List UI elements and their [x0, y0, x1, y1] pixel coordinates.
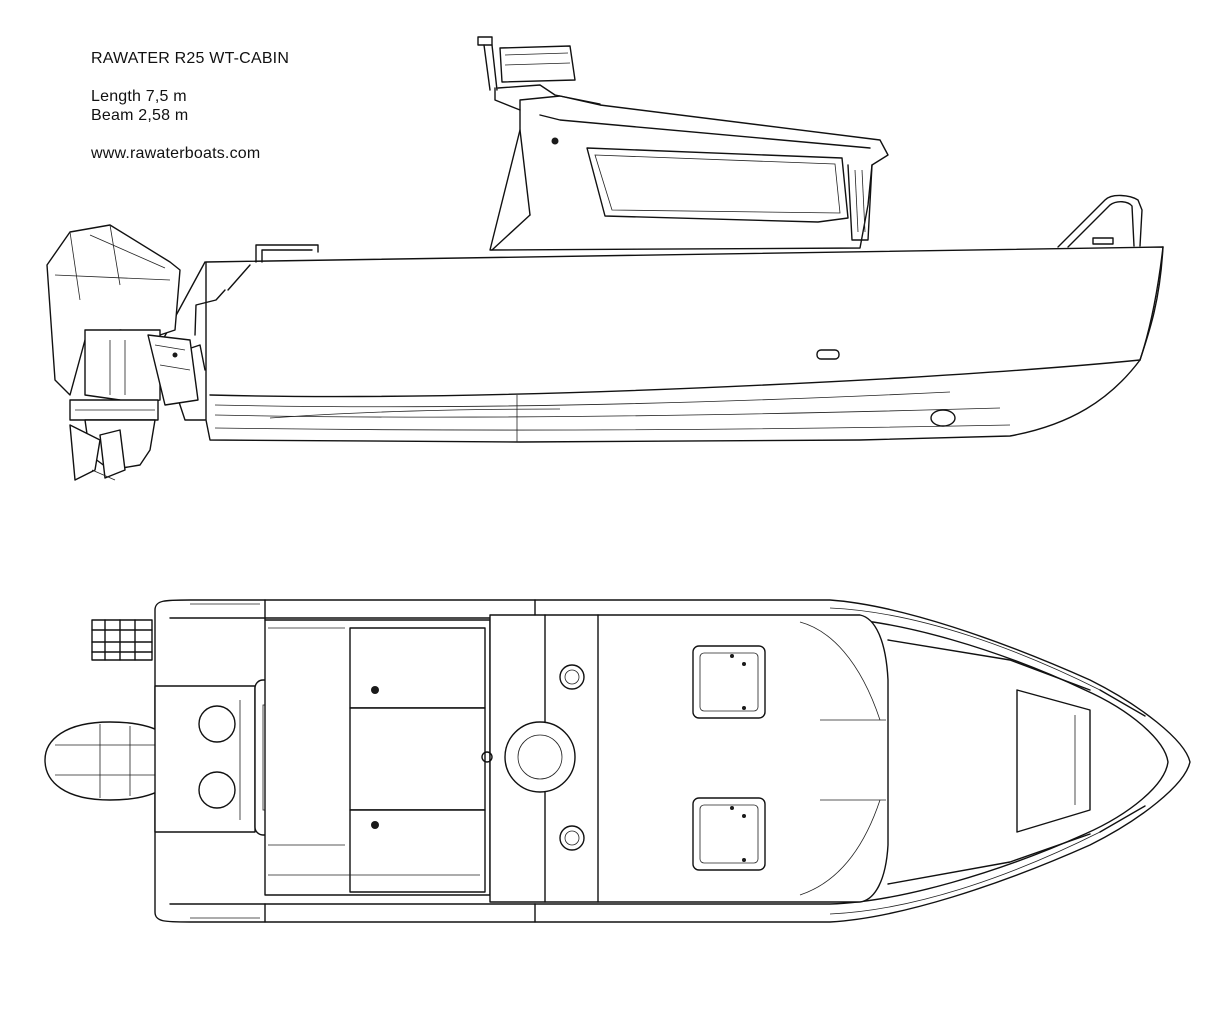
beam-spec: Beam 2,58 m [91, 107, 189, 124]
side-rails [190, 599, 536, 923]
length-spec: Length 7,5 m [91, 88, 187, 105]
cockpit-floor [264, 619, 491, 896]
website-link[interactable]: www.rawaterboats.com [91, 145, 261, 162]
model-title: RAWATER R25 WT-CABIN [91, 50, 290, 67]
outboard-motor-top [44, 721, 181, 801]
cabin-roof [481, 614, 889, 903]
stern-deck [154, 685, 256, 833]
hull-side [205, 246, 1164, 443]
cabin-side [489, 84, 889, 251]
outboard-motor-side [46, 224, 181, 481]
spec-block: RAWATER R25 WT-CABIN Length 7,5 m Beam 2… [91, 49, 289, 163]
bow-rail [1057, 194, 1143, 248]
swim-ladder [91, 619, 153, 661]
radar-mast [477, 36, 576, 91]
transom-bracket [147, 334, 199, 406]
foredeck [887, 639, 1146, 885]
